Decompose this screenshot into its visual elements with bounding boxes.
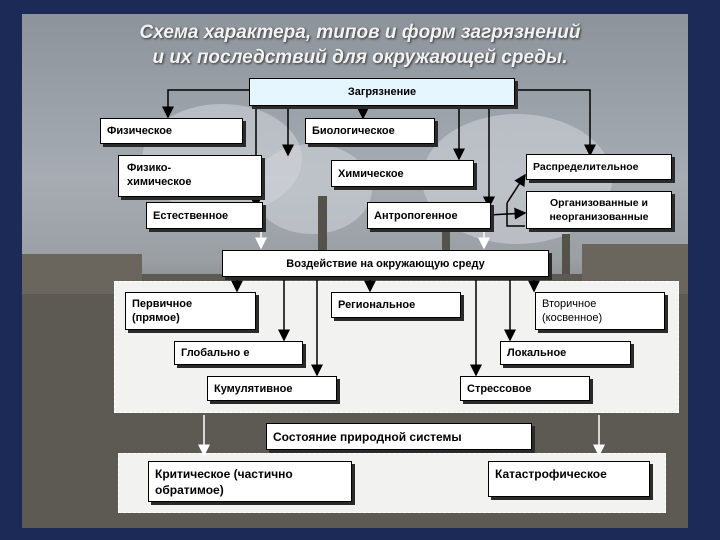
title-line-1: Схема характера, типов и форм загрязнени… [139, 22, 581, 43]
node-state: Состояние природной системы [266, 423, 532, 450]
node-primary-line-2: (прямое) [132, 312, 180, 324]
node-catastrophic: Катастрофическое [488, 461, 650, 497]
node-distributive: Распределительное [526, 154, 672, 180]
node-physicochemical-line-2: химическое [127, 176, 192, 188]
node-local: Локальное [500, 341, 631, 365]
node-pollution: Загрязнение [249, 78, 515, 106]
node-organized-line-1: Организованные и [550, 197, 648, 209]
node-critical: Критическое (частично обратимое) [148, 461, 352, 502]
node-primary-line-1: Первичное [132, 298, 193, 310]
node-secondary: Вторичное (косвенное) [535, 292, 665, 330]
node-secondary-line-1: Вторичное [542, 298, 597, 310]
node-global: Глобально е [174, 341, 303, 365]
node-anthropogenic: Антропогенное [367, 202, 491, 229]
node-chemical: Химическое [331, 160, 474, 187]
node-natural: Естественное [146, 202, 263, 229]
node-critical-line-1: Критическое (частично [155, 467, 293, 481]
slide-title: Схема характера, типов и форм загрязнени… [40, 20, 680, 70]
node-physicochemical-line-1: Физико- [127, 162, 172, 174]
node-critical-line-2: обратимое) [155, 483, 224, 497]
node-impact: Воздействие на окружающую среду [222, 250, 549, 277]
node-physical: Физическое [100, 118, 243, 144]
node-organized-line-2: неорганизованные [549, 211, 649, 223]
node-biological: Биологическое [305, 118, 435, 144]
node-regional: Региональное [331, 292, 461, 318]
node-secondary-line-2: (косвенное) [542, 312, 603, 324]
node-primary: Первичное (прямое) [125, 292, 256, 330]
title-line-2: и их последствий для окружающей среды. [152, 47, 568, 68]
node-physicochemical: Физико- химическое [118, 155, 262, 197]
node-organized: Организованные и неорганизованные [526, 191, 672, 229]
node-stress: Стрессовое [460, 376, 590, 401]
node-cumulative: Кумулятивное [207, 376, 337, 401]
